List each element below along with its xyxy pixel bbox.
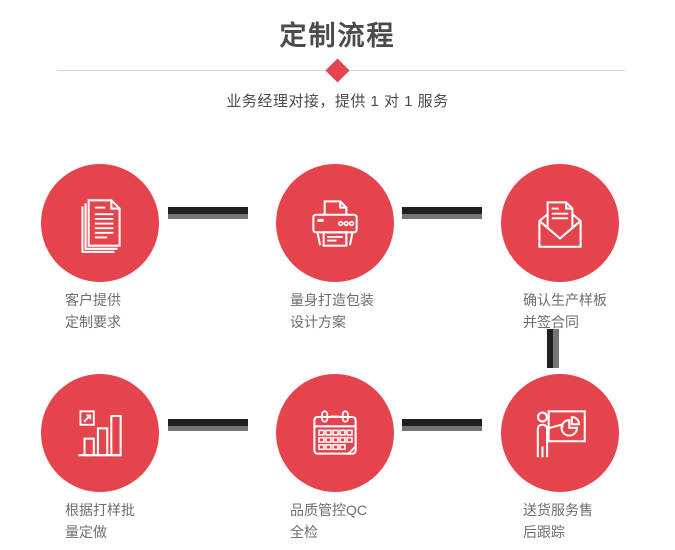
- page-title: 定制流程: [279, 21, 396, 51]
- connector-step5-step6: [402, 419, 482, 431]
- step-label-3-line2: 并签合同: [523, 314, 579, 330]
- printer-icon: [312, 200, 358, 247]
- step-label-1-line2: 定制要求: [65, 314, 121, 330]
- calendar-icon: [313, 410, 357, 455]
- diamond-icon: [325, 58, 350, 83]
- connector-step4-step5: [168, 419, 248, 431]
- step-label-6: 送货服务售 后跟踪: [523, 499, 643, 543]
- documents-icon: [81, 199, 121, 253]
- step-circle-4: [41, 374, 159, 492]
- step-circle-5: [276, 374, 394, 492]
- step-circle-6: [501, 374, 619, 492]
- connector-step1-step2: [168, 207, 248, 219]
- step-label-4-line2: 量定做: [65, 524, 107, 540]
- bar-chart-icon: [78, 410, 122, 457]
- connector-step3-step6: [547, 329, 559, 368]
- step-label-5: 品质管控QC 全检: [290, 499, 410, 543]
- connector-step2-step3: [402, 207, 482, 219]
- presentation-icon: [536, 410, 586, 458]
- step-label-5-line1: 品质管控QC: [290, 502, 367, 518]
- envelope-icon: [538, 201, 582, 248]
- step-circle-2: [276, 164, 394, 282]
- step-label-1: 客户提供 定制要求: [65, 289, 185, 333]
- step-label-3-line1: 确认生产样板: [523, 292, 607, 308]
- step-label-2: 量身打造包装 设计方案: [290, 289, 410, 333]
- step-label-4: 根据打样批 量定做: [65, 499, 185, 543]
- step-circle-3: [501, 164, 619, 282]
- step-label-2-line1: 量身打造包装: [290, 292, 374, 308]
- step-label-5-line2: 全检: [290, 524, 318, 540]
- page-subtitle: 业务经理对接，提供 1 对 1 服务: [226, 93, 449, 110]
- step-label-6-line1: 送货服务售: [523, 502, 593, 518]
- step-label-2-line2: 设计方案: [290, 314, 346, 330]
- step-label-4-line1: 根据打样批: [65, 502, 135, 518]
- step-label-1-line1: 客户提供: [65, 292, 121, 308]
- step-label-3: 确认生产样板 并签合同: [523, 289, 643, 333]
- step-circle-1: [41, 164, 159, 282]
- step-label-6-line2: 后跟踪: [523, 524, 565, 540]
